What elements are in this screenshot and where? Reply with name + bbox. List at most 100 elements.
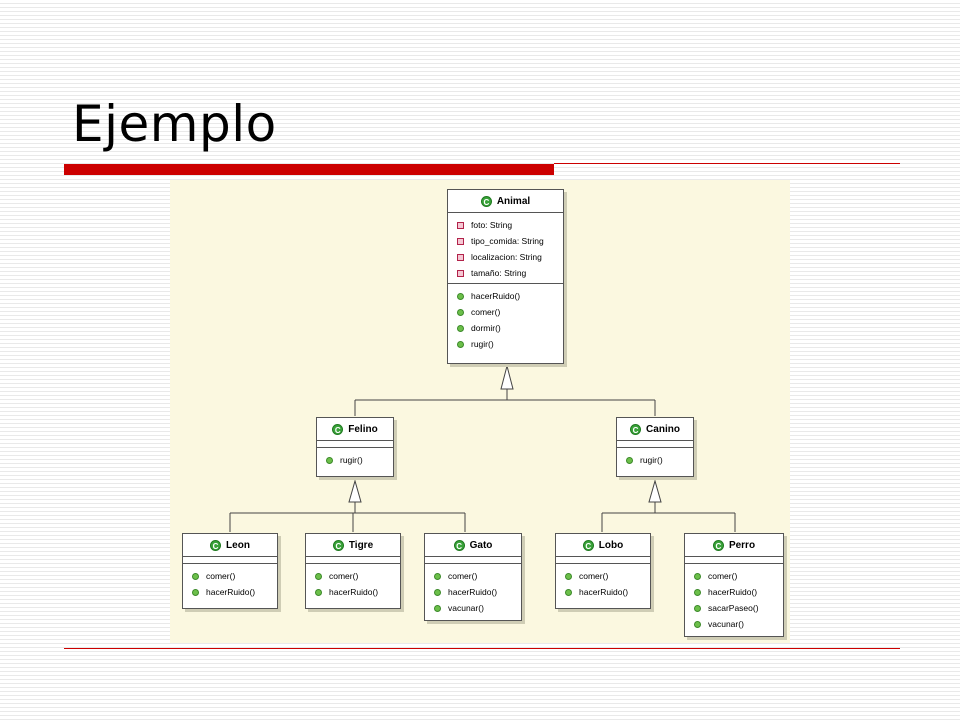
class-gato: C Gato comer() hacerRuido() vacunar(): [424, 533, 522, 621]
public-method-icon: [694, 620, 701, 628]
method-row: comer(): [556, 568, 650, 584]
class-icon: C: [630, 423, 642, 435]
method-text: comer(): [579, 571, 609, 581]
method-text: rugir(): [471, 339, 494, 349]
method-row: vacunar(): [685, 616, 783, 632]
attribute-row: tamaño: String: [448, 265, 563, 281]
class-name: Leon: [226, 539, 250, 551]
attribute-compartment: [306, 557, 400, 564]
uml-class-diagram: C Animal foto: String tipo_comida: Strin…: [170, 180, 790, 643]
generalization-arrowhead-canino: [648, 479, 662, 503]
public-method-icon: [626, 456, 633, 464]
attribute-compartment: [317, 441, 393, 448]
class-name: Tigre: [348, 539, 374, 551]
method-text: hacerRuido(): [206, 587, 256, 597]
method-row: comer(): [425, 568, 521, 584]
title-underline-thick: [64, 164, 554, 175]
method-row: comer(): [448, 304, 563, 320]
method-row: hacerRuido(): [306, 584, 400, 600]
class-icon: C: [332, 423, 344, 435]
attribute-compartment: [425, 557, 521, 564]
method-compartment: comer() hacerRuido() sacarPaseo() vacuna…: [685, 564, 783, 634]
public-method-icon: [694, 572, 701, 580]
method-compartment: rugir(): [317, 448, 393, 470]
public-method-icon: [565, 572, 572, 580]
method-row: sacarPaseo(): [685, 600, 783, 616]
attribute-text: tipo_comida: String: [471, 236, 544, 246]
method-text: sacarPaseo(): [708, 603, 759, 613]
class-felino: C Felino rugir(): [316, 417, 394, 477]
method-text: vacunar(): [708, 619, 744, 629]
public-method-icon: [457, 324, 464, 332]
class-name: Animal: [496, 195, 531, 207]
public-method-icon: [457, 340, 464, 348]
class-animal: C Animal foto: String tipo_comida: Strin…: [447, 189, 564, 364]
method-text: rugir(): [640, 455, 663, 465]
slide-title: Ejemplo: [72, 95, 277, 153]
class-header: C Tigre: [306, 534, 400, 557]
private-attribute-icon: [457, 237, 464, 245]
attribute-compartment: foto: String tipo_comida: String localiz…: [448, 213, 563, 284]
class-header: C Lobo: [556, 534, 650, 557]
public-method-icon: [315, 588, 322, 596]
method-row: comer(): [685, 568, 783, 584]
class-icon: C: [453, 539, 465, 551]
class-header: C Leon: [183, 534, 277, 557]
method-text: vacunar(): [448, 603, 484, 613]
class-perro: C Perro comer() hacerRuido() sacarPaseo(…: [684, 533, 784, 637]
method-text: hacerRuido(): [708, 587, 758, 597]
method-text: hacerRuido(): [329, 587, 379, 597]
class-lobo: C Lobo comer() hacerRuido(): [555, 533, 651, 609]
attribute-compartment: [617, 441, 693, 448]
public-method-icon: [192, 572, 199, 580]
class-icon: C: [582, 539, 594, 551]
class-name: Gato: [469, 539, 493, 551]
attribute-row: localizacion: String: [448, 249, 563, 265]
inheritance-connectors: [229, 364, 736, 532]
method-row: rugir(): [317, 452, 393, 468]
method-text: comer(): [329, 571, 359, 581]
class-icon: C: [480, 195, 492, 207]
method-text: hacerRuido(): [471, 291, 521, 301]
public-method-icon: [694, 588, 701, 596]
method-compartment: comer() hacerRuido(): [183, 564, 277, 602]
generalization-arrowhead-animal: [500, 364, 514, 390]
method-text: rugir(): [340, 455, 363, 465]
class-icon: C: [210, 539, 222, 551]
method-text: comer(): [448, 571, 478, 581]
public-method-icon: [457, 292, 464, 300]
attribute-compartment: [685, 557, 783, 564]
method-row: hacerRuido(): [685, 584, 783, 600]
private-attribute-icon: [457, 269, 464, 277]
method-text: hacerRuido(): [448, 587, 498, 597]
method-row: hacerRuido(): [448, 288, 563, 304]
method-row: rugir(): [617, 452, 693, 468]
method-compartment: rugir(): [617, 448, 693, 470]
public-method-icon: [434, 572, 441, 580]
class-header: C Gato: [425, 534, 521, 557]
method-row: hacerRuido(): [183, 584, 277, 600]
attribute-text: tamaño: String: [471, 268, 527, 278]
public-method-icon: [192, 588, 199, 596]
class-header: C Felino: [317, 418, 393, 441]
class-icon: C: [712, 539, 724, 551]
attribute-row: foto: String: [448, 217, 563, 233]
method-compartment: comer() hacerRuido(): [306, 564, 400, 602]
method-row: comer(): [306, 568, 400, 584]
method-compartment: comer() hacerRuido(): [556, 564, 650, 602]
attribute-compartment: [556, 557, 650, 564]
class-name: Perro: [728, 539, 756, 551]
attribute-compartment: [183, 557, 277, 564]
public-method-icon: [434, 588, 441, 596]
class-name: Canino: [646, 423, 680, 435]
class-header: C Perro: [685, 534, 783, 557]
private-attribute-icon: [457, 253, 464, 261]
class-name: Felino: [348, 423, 378, 435]
generalization-arrowhead-felino: [348, 479, 362, 503]
public-method-icon: [315, 572, 322, 580]
title-underline-thin: [554, 163, 900, 164]
footer-divider: [64, 648, 900, 649]
class-name: Lobo: [598, 539, 624, 551]
method-row: rugir(): [448, 336, 563, 352]
attribute-text: localizacion: String: [471, 252, 542, 262]
